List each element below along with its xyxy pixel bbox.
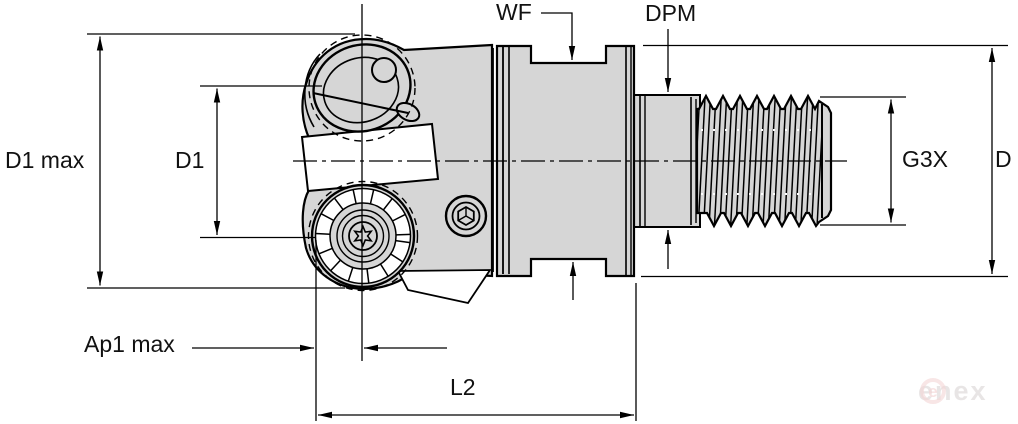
- watermark: e enex: [918, 376, 988, 407]
- label-d: D: [995, 146, 1012, 172]
- dim-ap1-max: [192, 240, 447, 421]
- label-ap1-max: Ap1 max: [84, 331, 175, 357]
- label-wf: WF: [496, 0, 532, 25]
- dimensions: [87, 12, 1008, 421]
- insert-bottom: [310, 183, 416, 289]
- chip-flute: [300, 122, 440, 193]
- label-l2: L2: [450, 374, 476, 400]
- dim-wf: [541, 12, 577, 300]
- clamp-screw-icon: [444, 194, 488, 238]
- label-d1: D1: [175, 147, 205, 173]
- svg-text:e: e: [928, 382, 937, 401]
- chip-flute-rear: [396, 269, 492, 305]
- label-d1-max: D1 max: [5, 147, 85, 173]
- dim-l2: [318, 283, 637, 421]
- insert-serration-ring: [315, 189, 411, 284]
- dim-d1-max: [87, 33, 355, 289]
- dim-g3x: [820, 96, 906, 226]
- dim-d: [641, 44, 1008, 278]
- torx-socket-icon: [353, 224, 373, 248]
- cutting-circle-top: [308, 34, 416, 142]
- label-g3x: G3X: [902, 146, 949, 172]
- watermark-logo-icon: e: [920, 378, 946, 404]
- cutting-circle-bottom: [307, 180, 419, 292]
- dim-d1: [200, 85, 322, 239]
- insert-screw-hole: [371, 57, 397, 83]
- label-dpm: DPM: [645, 0, 697, 26]
